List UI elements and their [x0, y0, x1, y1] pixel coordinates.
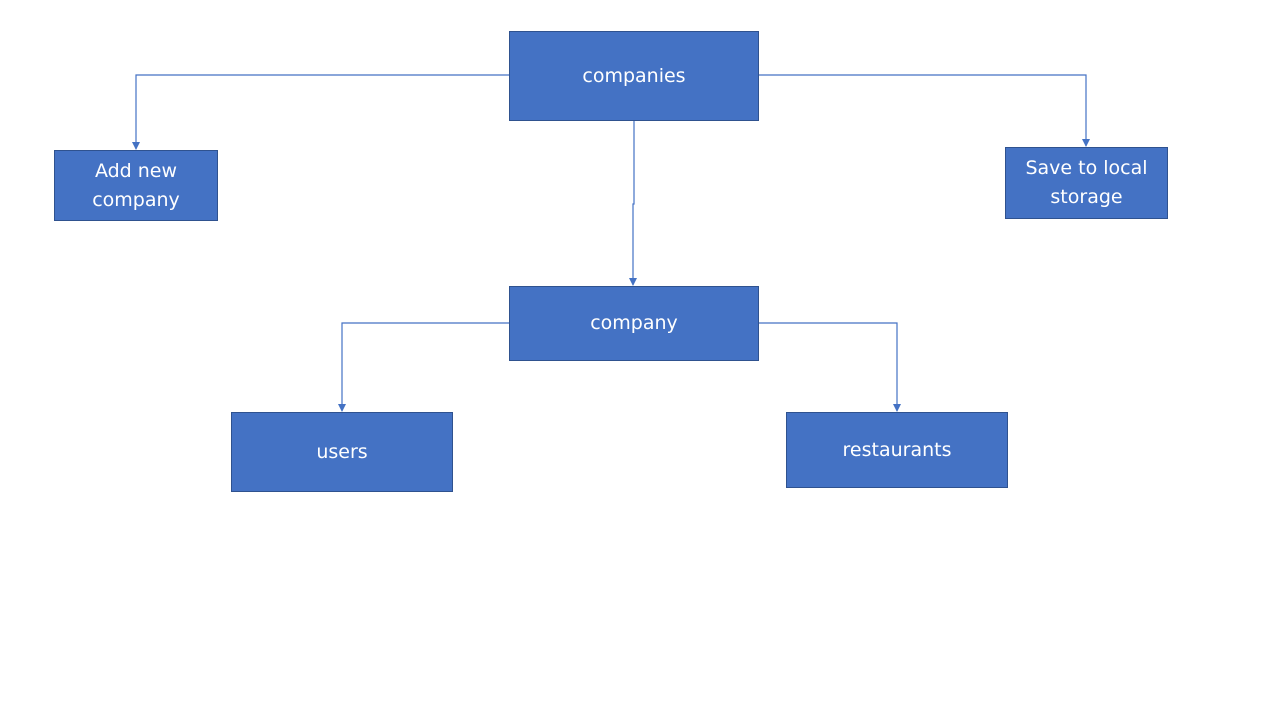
node-users[interactable]: users — [231, 412, 453, 492]
edge-companies-to-company — [629, 121, 637, 286]
node-restaurants[interactable]: restaurants — [786, 412, 1008, 488]
node-add-new-company-label: Add new company — [92, 159, 180, 211]
node-companies[interactable]: companies — [509, 31, 759, 121]
node-companies-label: companies — [582, 64, 686, 87]
edge-companies-to-save-to-local-storage — [759, 74, 1090, 147]
node-company[interactable]: company — [509, 286, 759, 361]
node-users-label: users — [316, 440, 368, 463]
edge-company-to-restaurants — [759, 322, 901, 412]
node-add-new-company[interactable]: Add new company — [54, 150, 218, 221]
node-save-to-local-storage-label: Save to local storage — [1025, 157, 1148, 208]
edge-company-to-users — [338, 322, 509, 412]
edge-companies-to-add-new-company — [132, 74, 509, 150]
node-company-label: company — [590, 312, 678, 334]
node-restaurants-label: restaurants — [842, 438, 952, 461]
node-save-to-local-storage[interactable]: Save to local storage — [1005, 147, 1168, 219]
